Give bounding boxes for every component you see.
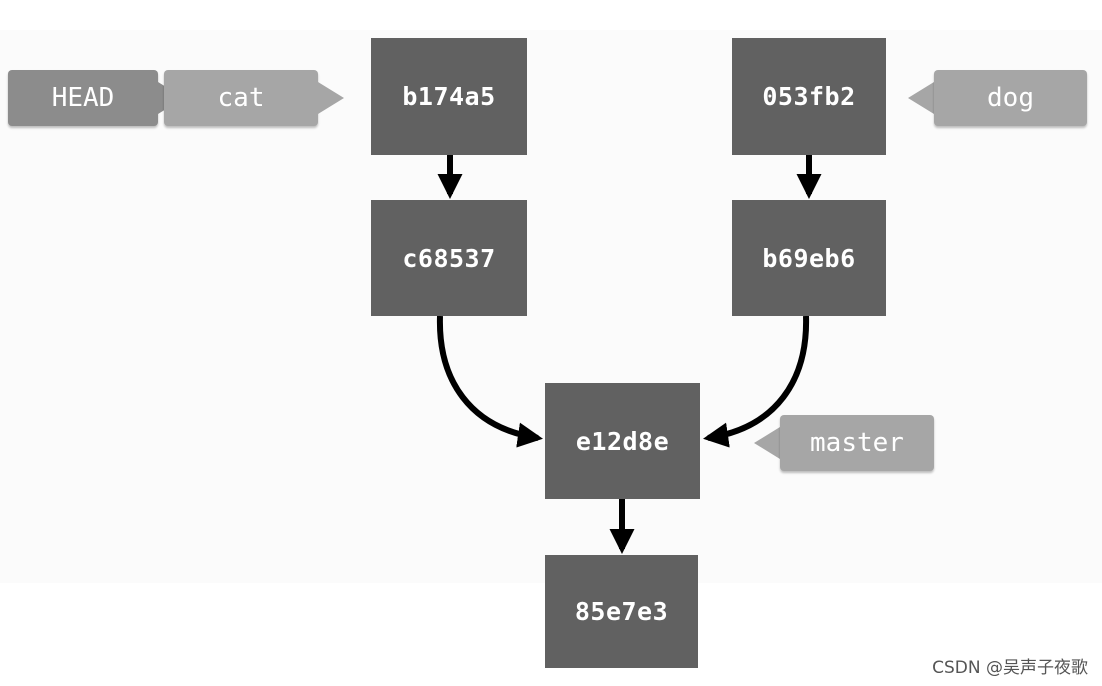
edge-b69eb6-to-e12d8e <box>703 315 810 448</box>
branch-dog-label: dog <box>987 83 1034 113</box>
commit-b69eb6: b69eb6 <box>732 200 886 316</box>
commit-label: 053fb2 <box>762 82 856 111</box>
ref-head: HEAD <box>8 70 158 126</box>
branch-master-label: master <box>810 428 904 458</box>
commit-label: e12d8e <box>575 426 670 456</box>
branch-master: master <box>780 415 934 471</box>
branch-dog-pointer <box>908 82 934 114</box>
commit-85e7e3: 85e7e3 <box>545 555 698 668</box>
commit-e12d8e: e12d8e <box>545 383 700 499</box>
commit-label: b69eb6 <box>762 243 856 273</box>
commit-c68537: c68537 <box>371 200 527 316</box>
watermark-text: CSDN @吴声子夜歌 <box>932 658 1088 678</box>
commit-b174a5: b174a5 <box>371 38 527 155</box>
branch-dog: dog <box>934 70 1087 126</box>
branch-cat-pointer <box>318 82 344 114</box>
branch-master-pointer <box>754 427 780 459</box>
commit-label: b174a5 <box>402 82 496 111</box>
branch-cat-label: cat <box>217 83 265 113</box>
branch-cat: cat <box>164 70 318 126</box>
commit-label: c68537 <box>402 243 496 273</box>
ref-head-label: HEAD <box>51 83 115 113</box>
edge-c68537-to-e12d8e <box>436 315 543 448</box>
commit-053fb2: 053fb2 <box>732 38 886 155</box>
commit-label: 85e7e3 <box>574 597 669 626</box>
